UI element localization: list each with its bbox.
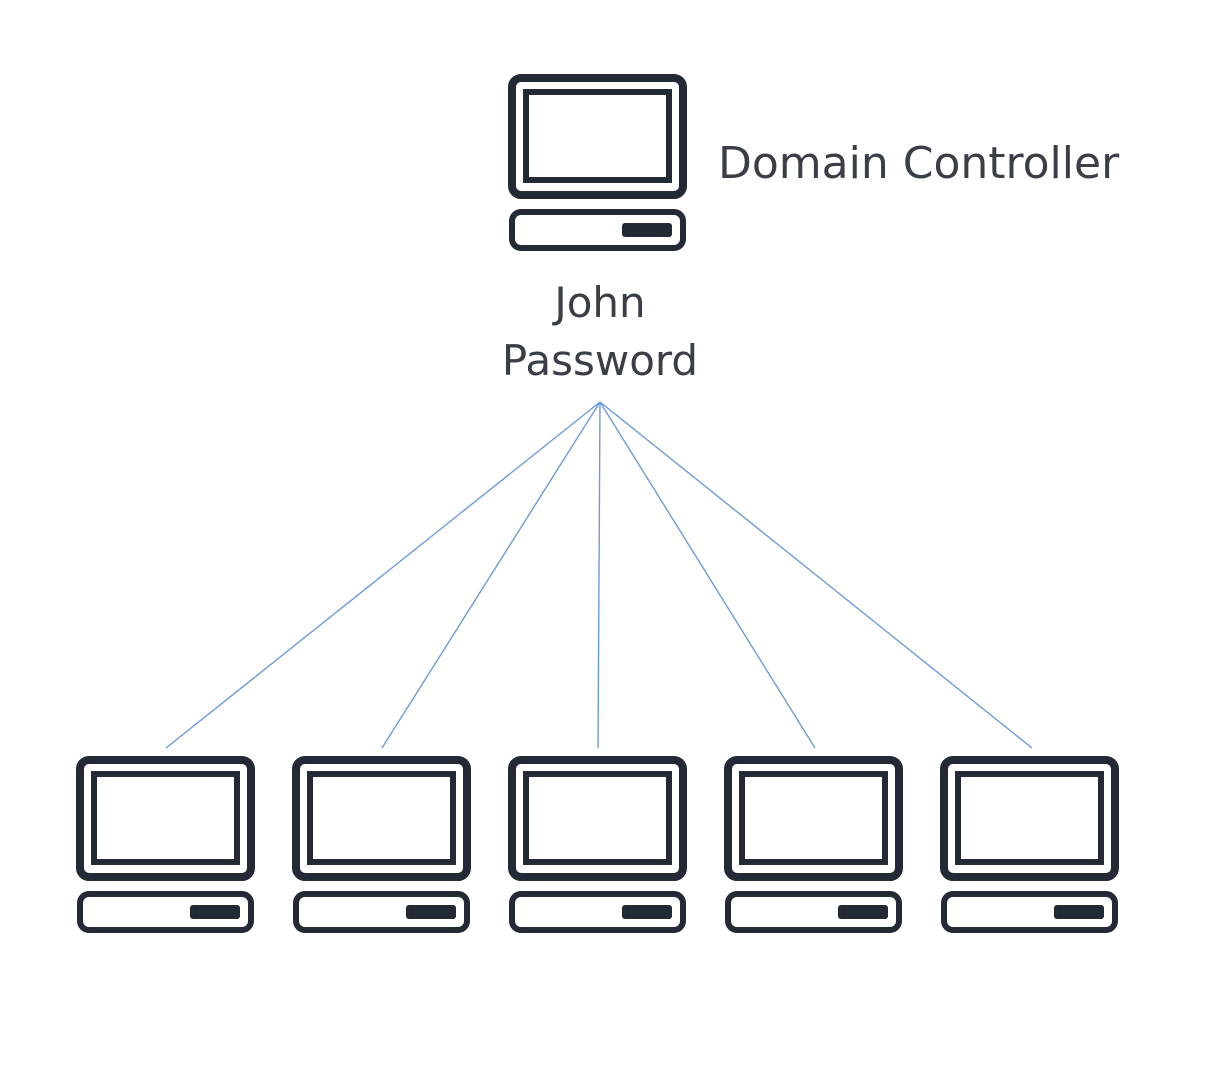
base-unit [509,891,686,933]
monitor-frame [508,756,687,881]
connection-line [597,401,601,749]
base-unit [509,209,686,251]
connection-line [381,401,601,749]
drive-slot [622,905,672,919]
monitor-frame [724,756,903,881]
base-unit [77,891,254,933]
client-computer-icon [292,756,471,933]
base-unit [725,891,902,933]
connection-line [599,401,1033,749]
connection-line [165,401,601,749]
monitor-screen [739,771,888,865]
monitor-screen [955,771,1104,865]
monitor-screen [523,89,672,183]
domain-controller-label: Domain Controller [718,138,1120,189]
password-text: Password [501,336,699,385]
client-computer-icon [76,756,255,933]
monitor-frame [76,756,255,881]
monitor-screen [307,771,456,865]
monitor-frame [292,756,471,881]
drive-slot [838,905,888,919]
base-unit [941,891,1118,933]
drive-slot [406,905,456,919]
drive-slot [622,223,672,237]
client-computer-icon [724,756,903,933]
client-computer-icon [940,756,1119,933]
client-computer-icon [508,756,687,933]
drive-slot [190,905,240,919]
monitor-frame [940,756,1119,881]
domain-controller-computer-icon [508,74,687,251]
monitor-screen [91,771,240,865]
connection-line [599,401,816,749]
monitor-screen [523,771,672,865]
base-unit [293,891,470,933]
drive-slot [1054,905,1104,919]
credentials-label: John Password [450,274,750,390]
computer-nodes [76,74,1119,933]
monitor-frame [508,74,687,199]
connection-lines [165,401,1033,749]
username-text: John [554,278,646,327]
